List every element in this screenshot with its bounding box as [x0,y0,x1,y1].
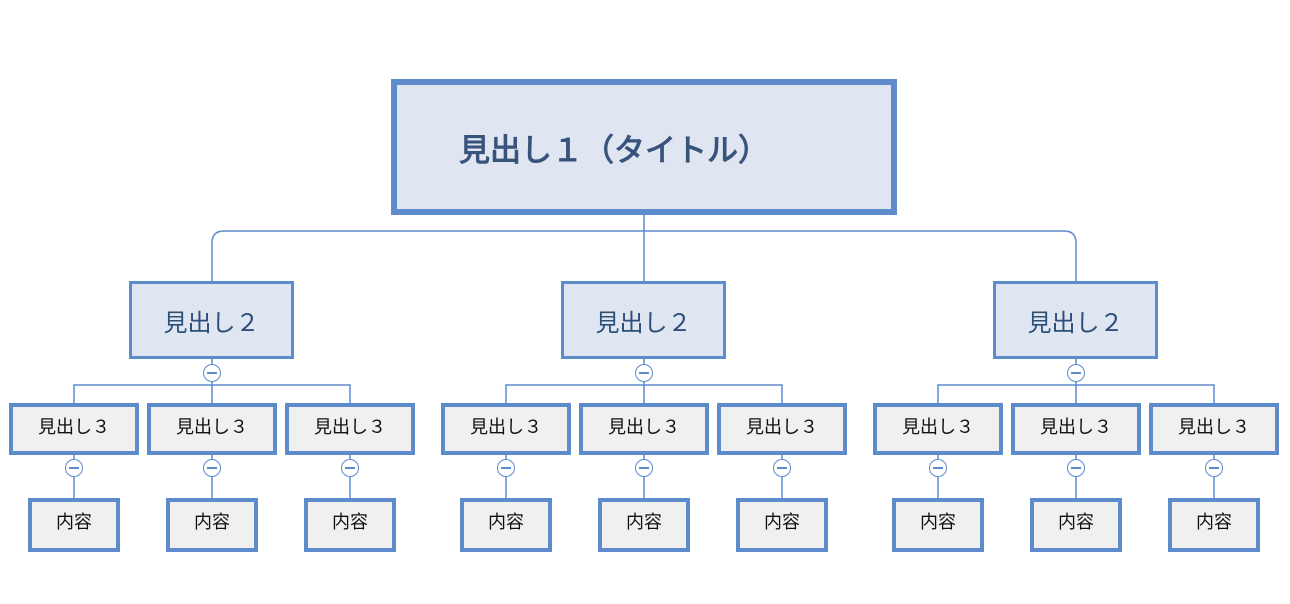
content-node[interactable]: 内容 [28,498,120,552]
heading3-node[interactable]: 見出し３ [441,403,571,455]
content-label: 内容 [56,512,92,533]
heading3-node[interactable]: 見出し３ [147,403,277,455]
content-node[interactable]: 内容 [598,498,690,552]
heading2-label: 見出し２ [1027,308,1124,337]
content-label: 内容 [1058,512,1094,533]
collapse-icon[interactable] [203,459,221,477]
content-label: 内容 [1196,512,1232,533]
content-node[interactable]: 内容 [736,498,828,552]
collapse-icon[interactable] [497,459,515,477]
content-label: 内容 [488,512,524,533]
heading3-label: 見出し３ [1040,417,1112,438]
collapse-icon[interactable] [929,459,947,477]
content-node[interactable]: 内容 [1030,498,1122,552]
content-node[interactable]: 内容 [460,498,552,552]
collapse-icon[interactable] [341,459,359,477]
heading2-node[interactable]: 見出し２ [129,281,294,359]
collapse-icon[interactable] [1205,459,1223,477]
content-node[interactable]: 内容 [1168,498,1260,552]
heading3-node[interactable]: 見出し３ [1011,403,1141,455]
collapse-icon[interactable] [65,459,83,477]
title-node[interactable]: 見出し１（タイトル） [391,79,897,215]
heading3-label: 見出し３ [746,417,818,438]
content-label: 内容 [194,512,230,533]
heading2-label: 見出し２ [595,308,692,337]
content-label: 内容 [764,512,800,533]
heading3-label: 見出し３ [176,417,248,438]
collapse-icon[interactable] [773,459,791,477]
heading2-node[interactable]: 見出し２ [561,281,726,359]
heading3-node[interactable]: 見出し３ [1149,403,1279,455]
heading3-label: 見出し３ [608,417,680,438]
heading3-node[interactable]: 見出し３ [717,403,847,455]
collapse-icon[interactable] [635,364,653,382]
heading3-label: 見出し３ [470,417,542,438]
content-node[interactable]: 内容 [166,498,258,552]
content-label: 内容 [332,512,368,533]
content-node[interactable]: 内容 [304,498,396,552]
content-label: 内容 [920,512,956,533]
heading3-label: 見出し３ [902,417,974,438]
heading3-node[interactable]: 見出し３ [285,403,415,455]
heading2-label: 見出し２ [163,308,260,337]
collapse-icon[interactable] [203,364,221,382]
heading3-node[interactable]: 見出し３ [873,403,1003,455]
heading3-label: 見出し３ [38,417,110,438]
heading2-node[interactable]: 見出し２ [993,281,1158,359]
content-label: 内容 [626,512,662,533]
heading3-label: 見出し３ [314,417,386,438]
content-node[interactable]: 内容 [892,498,984,552]
collapse-icon[interactable] [1067,364,1085,382]
title-node-label: 見出し１（タイトル） [459,132,769,169]
collapse-icon[interactable] [1067,459,1085,477]
heading3-node[interactable]: 見出し３ [9,403,139,455]
heading3-node[interactable]: 見出し３ [579,403,709,455]
collapse-icon[interactable] [635,459,653,477]
heading3-label: 見出し３ [1178,417,1250,438]
